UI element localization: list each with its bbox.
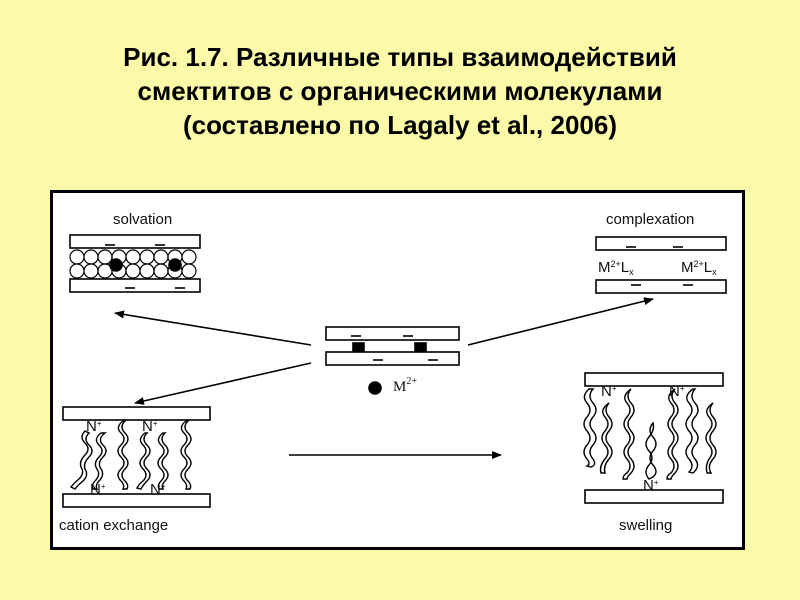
svg-text:N+: N+ bbox=[142, 418, 158, 435]
svg-text:N+: N+ bbox=[150, 481, 166, 498]
swelling-structure: N+ N+ N+ bbox=[583, 372, 724, 504]
svg-text:N+: N+ bbox=[643, 477, 659, 494]
solvation-solvent-molecules bbox=[69, 249, 197, 279]
solvation-metal-cation bbox=[109, 258, 123, 272]
arrow-to-cation-exchange bbox=[134, 362, 312, 405]
label-swelling: swelling bbox=[619, 517, 672, 534]
slide-title: Рис. 1.7. Различные типы взаимодействий … bbox=[0, 40, 800, 142]
metal-ion-marker bbox=[368, 381, 382, 395]
complex-left: M2+Lx bbox=[598, 259, 634, 277]
title-line-3: (составлено по Lagaly et al., 2006) bbox=[183, 110, 617, 140]
swelling-alkyl-chains bbox=[583, 388, 717, 480]
label-complexation: complexation bbox=[606, 211, 694, 228]
diagram-panel: solvation complexation M2+Lx M2+Lx bbox=[50, 190, 745, 550]
solvation-bottom-layer bbox=[69, 278, 201, 293]
svg-text:N+: N+ bbox=[601, 383, 617, 400]
cation-exchange-alkyl-chains bbox=[69, 420, 192, 490]
arrow-to-solvation bbox=[114, 310, 312, 346]
complex-right: M2+Lx bbox=[681, 259, 717, 277]
title-line-2: смектитов с органическими молекулами bbox=[137, 76, 663, 106]
svg-text:N+: N+ bbox=[669, 383, 685, 400]
title-line-1: Рис. 1.7. Различные типы взаимодействий bbox=[123, 42, 677, 72]
solvation-top-layer bbox=[69, 234, 201, 249]
label-solvation: solvation bbox=[113, 211, 172, 228]
central-structure: M2+ bbox=[325, 326, 460, 395]
cation-exchange-structure: N+ N+ N+ N+ bbox=[62, 406, 211, 508]
complexation-structure: M2+Lx M2+Lx bbox=[595, 236, 727, 294]
metal-ion-label: M2+ bbox=[393, 376, 417, 395]
label-cation-exchange: cation exchange bbox=[59, 517, 168, 534]
svg-text:N+: N+ bbox=[86, 418, 102, 435]
interaction-diagram: solvation complexation M2+Lx M2+Lx bbox=[59, 211, 727, 534]
solvation-structure bbox=[69, 234, 201, 293]
arrow-to-complexation bbox=[467, 297, 654, 346]
